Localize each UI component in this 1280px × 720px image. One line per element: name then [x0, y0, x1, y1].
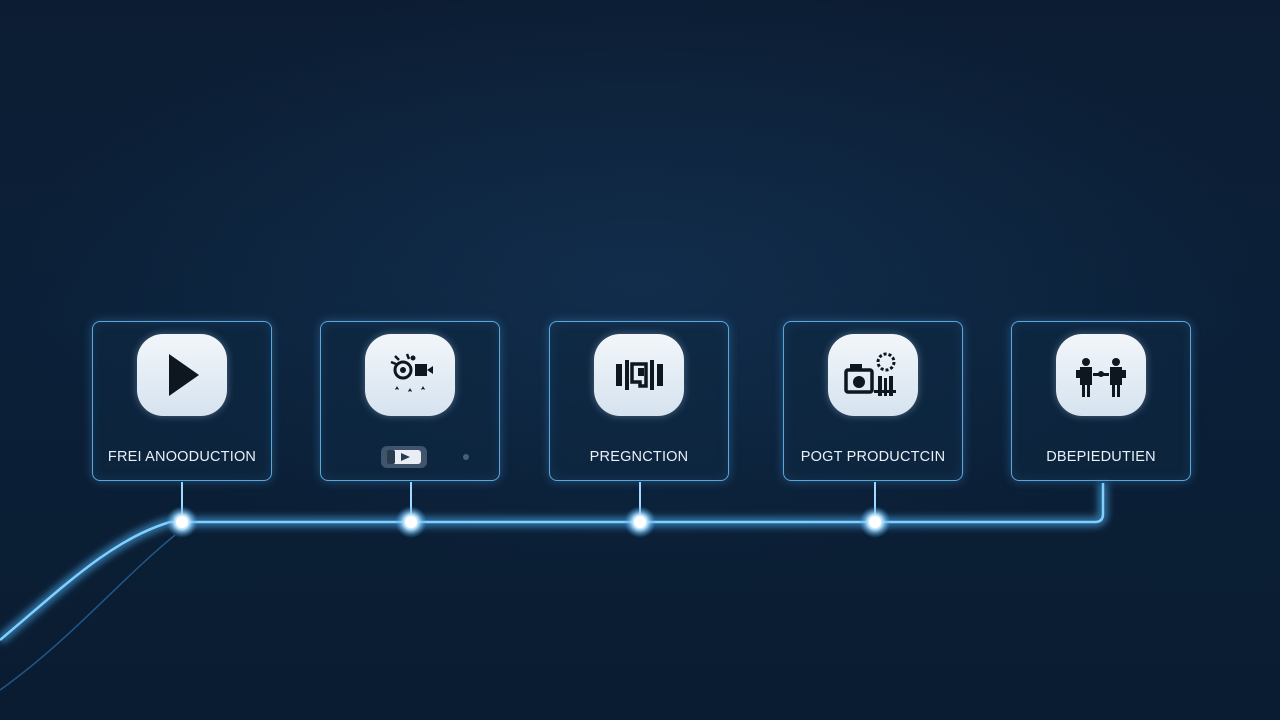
stage-card-2[interactable]	[320, 321, 500, 481]
stage-label: PREGNCTION	[589, 449, 689, 465]
stage-card-4[interactable]: POGT PRODUCTCIN	[783, 321, 963, 481]
icon-tile	[594, 334, 684, 416]
icon-tile	[828, 334, 918, 416]
stage-card-3[interactable]: PREGNCTION	[549, 321, 729, 481]
camera-gear-icon	[844, 352, 896, 396]
timeline-node-3	[624, 506, 656, 538]
icon-tile	[365, 334, 455, 416]
stage-label: POGT PRODUCTCIN	[800, 449, 946, 465]
indicator-dot	[463, 454, 469, 460]
icon-tile	[137, 334, 227, 416]
stage-label: FREI ANOODUCTION	[107, 449, 257, 465]
people-icon	[1076, 358, 1126, 397]
icon-tile	[1056, 334, 1146, 416]
play-icon	[169, 354, 199, 396]
timeline-node-2	[395, 506, 427, 538]
timeline-line	[0, 483, 1105, 641]
timeline-glow	[0, 483, 1108, 644]
film-strip-icon	[616, 360, 663, 390]
timeline-lower-curve	[0, 534, 176, 691]
timeline-node-1	[166, 506, 198, 538]
stage-card-5[interactable]: DBEPIEDUTIEN	[1011, 321, 1191, 481]
stage-label: DBEPIEDUTIEN	[1046, 449, 1156, 465]
production-tools-icon	[390, 353, 433, 392]
timeline-node-4	[859, 506, 891, 538]
stage-card-1[interactable]: FREI ANOODUCTION	[92, 321, 272, 481]
play-badge-icon[interactable]	[381, 446, 427, 468]
